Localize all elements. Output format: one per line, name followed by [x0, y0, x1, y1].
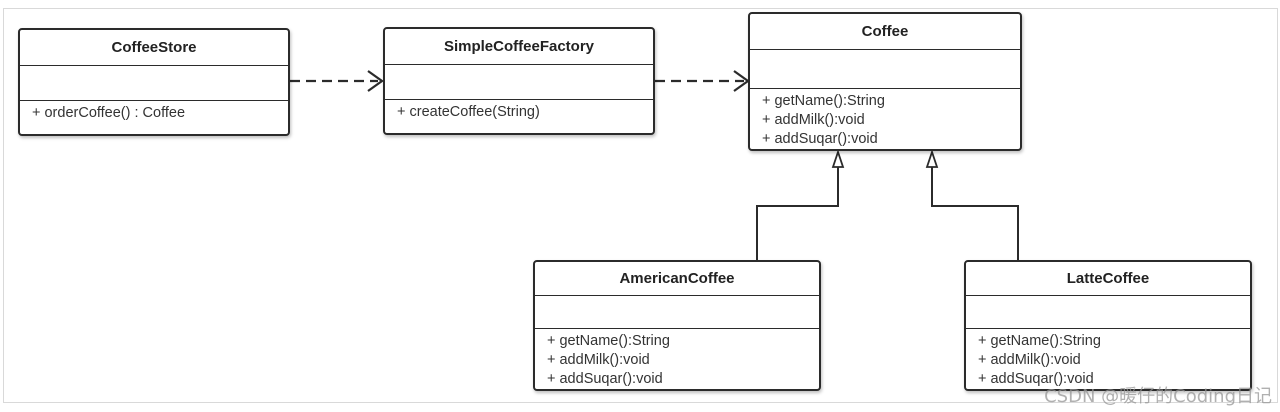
attributes-compartment — [535, 296, 819, 329]
generalization-arrowhead-latte — [925, 149, 939, 168]
method: + getName():String — [978, 333, 1101, 349]
class-name: LatteCoffee — [966, 262, 1250, 296]
attributes-compartment — [385, 65, 653, 100]
attributes-compartment — [966, 296, 1250, 329]
watermark: CSDN @暖仔的Coding日记 — [1044, 386, 1272, 407]
class-coffee-store[interactable]: CoffeeStore + orderCoffee() : Coffee — [18, 28, 290, 136]
method: + addMilk():void — [978, 352, 1081, 368]
attributes-compartment — [20, 66, 288, 101]
method: + addSuqar():void — [547, 371, 663, 387]
class-name: Coffee — [750, 14, 1020, 50]
methods-compartment: + getName():String + addMilk():void + ad… — [750, 89, 1020, 149]
methods-compartment: + orderCoffee() : Coffee — [20, 101, 288, 123]
class-name: CoffeeStore — [20, 30, 288, 66]
dependency-arrowhead-store-factory — [367, 70, 384, 92]
attributes-compartment — [750, 50, 1020, 89]
method: + addSuqar():void — [978, 371, 1094, 387]
class-coffee[interactable]: Coffee + getName():String + addMilk():vo… — [748, 12, 1022, 151]
method: + orderCoffee() : Coffee — [32, 105, 186, 121]
class-american-coffee[interactable]: AmericanCoffee + getName():String + addM… — [533, 260, 821, 391]
method: + addMilk():void — [762, 112, 865, 128]
class-name: AmericanCoffee — [535, 262, 819, 296]
method: + createCoffee(String) — [397, 104, 540, 120]
method: + addSuqar():void — [762, 131, 878, 147]
methods-compartment: + getName():String + addMilk():void + ad… — [535, 329, 819, 389]
generalization-arrowhead-american — [831, 149, 845, 168]
methods-compartment: + createCoffee(String) — [385, 100, 653, 122]
methods-compartment: + getName():String + addMilk():void + ad… — [966, 329, 1250, 389]
class-name: SimpleCoffeeFactory — [385, 29, 653, 65]
method: + getName():String — [547, 333, 670, 349]
method: + addMilk():void — [547, 352, 650, 368]
method: + getName():String — [762, 93, 885, 109]
generalization-line-american — [756, 167, 839, 261]
class-latte-coffee[interactable]: LatteCoffee + getName():String + addMilk… — [964, 260, 1252, 391]
class-simple-coffee-factory[interactable]: SimpleCoffeeFactory + createCoffee(Strin… — [383, 27, 655, 135]
generalization-line-latte — [931, 167, 1019, 261]
